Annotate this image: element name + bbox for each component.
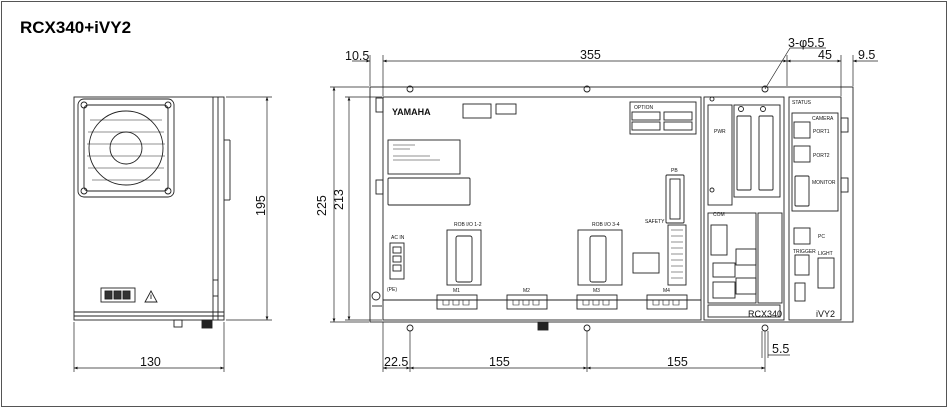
brand-label: YAMAHA: [392, 107, 431, 117]
rcx-body: [382, 96, 702, 321]
dim-height-outer: 225: [315, 195, 329, 216]
light-label: LIGHT: [818, 251, 833, 257]
motor-connector-m3: [576, 294, 618, 310]
motor-connector-m2: [506, 294, 548, 310]
dim-hole-label: 3-φ5.5: [788, 36, 825, 50]
rob-io-34-label: ROB I/O 3-4: [592, 222, 620, 228]
pc-label: PC: [818, 234, 825, 240]
monitor-label: MONITOR: [812, 180, 836, 186]
ivy2-module: [788, 96, 842, 321]
option-label: OPTION: [634, 105, 654, 111]
side-view-dimensions: [73, 96, 272, 372]
dim-bottom-mid1: 155: [489, 355, 510, 369]
motor-label-m3: M3: [593, 288, 600, 294]
motor-label-m1: M1: [453, 288, 460, 294]
safety-connector: [667, 224, 687, 286]
side-height-label: 195: [254, 195, 268, 216]
rob-io-12-label: ROB I/O 1-2: [454, 222, 482, 228]
warning-icon: [144, 290, 158, 303]
drawing-title: RCX340+iVY2: [20, 18, 132, 37]
front-view: [369, 85, 854, 332]
dim-bottom-mid2: 155: [667, 355, 688, 369]
ac-in-label: AC IN: [391, 235, 405, 241]
dim-top-right-95: 9.5: [858, 48, 875, 62]
side-view-body: [73, 96, 225, 321]
dim-bottom-left: 22.5: [384, 355, 408, 369]
rcx-module: [703, 96, 785, 321]
safety-label: SAFETY: [645, 219, 665, 225]
com-label: COM: [713, 212, 725, 218]
motor-connector-m1: [436, 294, 478, 310]
trigger-label: TRIGGER: [793, 249, 816, 255]
dim-bottom-right: 5.5: [772, 342, 789, 356]
dim-top-main: 355: [580, 48, 601, 62]
option-slot-frame: [629, 101, 697, 135]
pb-label: PB: [671, 168, 678, 174]
power-connector-icon: [100, 287, 136, 303]
front-view-dimensions: [330, 47, 878, 372]
pb-connector: [665, 174, 685, 224]
rob-io-34-frame: [577, 229, 623, 286]
motor-connector-m4: [646, 294, 688, 310]
side-width-label: 130: [140, 355, 161, 369]
dim-height-inner: 213: [332, 189, 346, 210]
ivy2-model-label: iVY2: [816, 309, 835, 319]
dim-top-left: 10.5: [345, 49, 369, 63]
port1-label: PORT1: [813, 129, 830, 135]
status-label: STATUS: [792, 100, 812, 106]
pe-label: (PE): [387, 287, 397, 293]
side-view: [73, 96, 231, 329]
pwr-label: PWR: [714, 129, 726, 135]
camera-label: CAMERA: [812, 116, 834, 122]
motor-label-m2: M2: [523, 288, 530, 294]
motor-label-m4: M4: [663, 288, 670, 294]
mounting-plate: [369, 86, 854, 323]
ac-in-connector: [389, 242, 405, 280]
rcx-model-label: RCX340: [748, 309, 782, 319]
fan-icon: [77, 98, 175, 198]
dim-top-right-45: 45: [818, 48, 832, 62]
port2-label: PORT2: [813, 153, 830, 159]
rob-io-12-frame: [446, 229, 482, 286]
